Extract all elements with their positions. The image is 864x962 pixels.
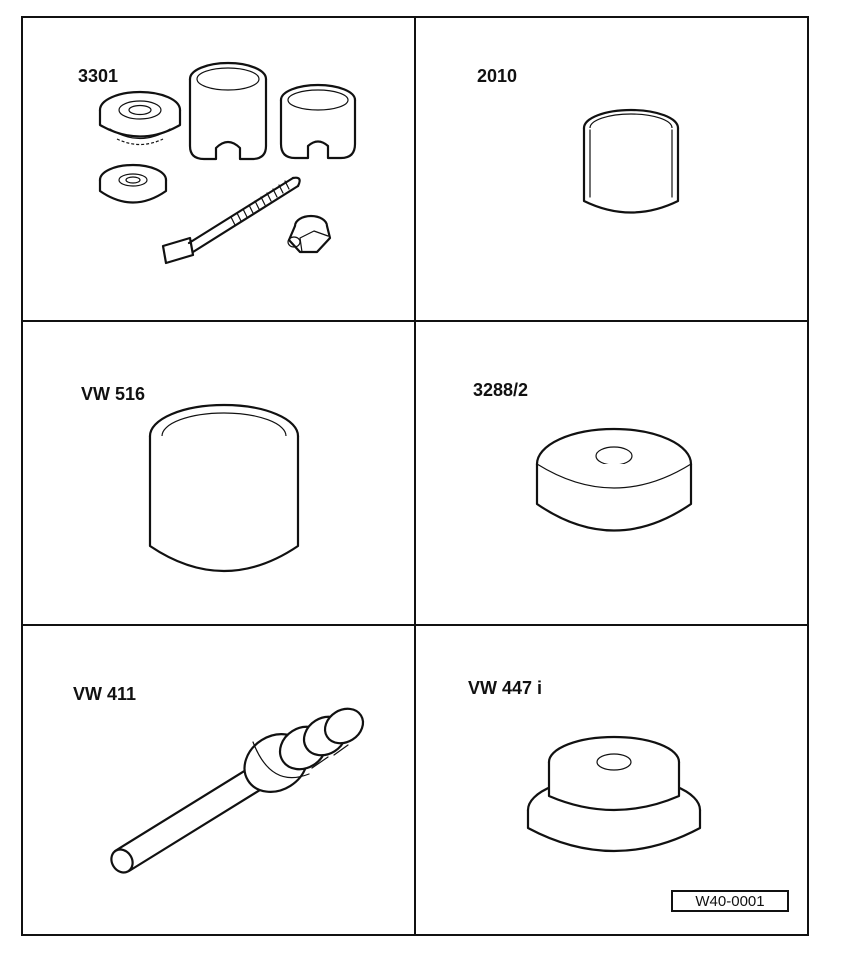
tool-label: 2010 xyxy=(477,66,518,86)
tool-vw-411-svg xyxy=(110,707,365,874)
tool-3288-2-svg xyxy=(535,427,693,532)
tool-label: VW 411 xyxy=(73,684,137,704)
drawing-reference-code: W40-0001 xyxy=(671,890,789,912)
tool-label: 3301 xyxy=(78,66,119,86)
tool-cell-vw-516: VW 516 xyxy=(21,322,414,624)
tool-label: 3288/2 xyxy=(473,380,529,400)
tool-label: VW 447 i xyxy=(468,678,543,698)
tool-vw-447-i-svg xyxy=(526,735,702,853)
tool-cell-2010: 2010 xyxy=(416,16,809,320)
tool-cell-vw-447-i: VW 447 i xyxy=(416,626,809,936)
grid-vertical-divider xyxy=(414,16,416,936)
tool-vw-516-svg xyxy=(148,403,300,572)
tool-vw-516-drawing xyxy=(21,322,414,624)
tool-cell-vw-411: VW 411 xyxy=(21,626,414,936)
tool-3288-2-drawing xyxy=(416,322,809,624)
tool-2010-drawing xyxy=(416,16,809,320)
tool-vw-447-i-drawing xyxy=(416,626,809,936)
tool-3301-svg xyxy=(98,61,357,265)
tool-cell-3301: 3301 xyxy=(21,16,414,320)
tool-cell-3288-2: 3288/2 xyxy=(416,322,809,624)
tool-vw-411-drawing xyxy=(21,626,414,936)
grid-horizontal-divider-1 xyxy=(21,320,809,322)
tool-2010-svg xyxy=(582,108,680,214)
tool-3301-drawing xyxy=(21,16,414,320)
tool-label: VW 516 xyxy=(81,384,146,404)
grid-horizontal-divider-2 xyxy=(21,624,809,626)
